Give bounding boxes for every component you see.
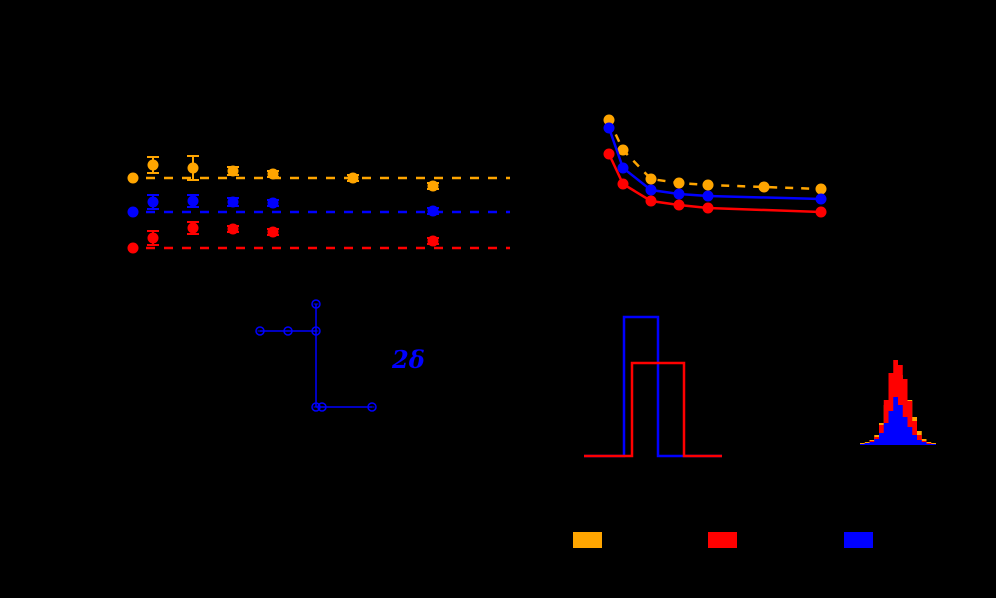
panel-bottom-left-diagram bbox=[255, 299, 377, 412]
delta-annotation: 2δ bbox=[391, 345, 425, 374]
data-point-orange bbox=[347, 172, 359, 184]
panel-top-left-scatter bbox=[127, 155, 510, 254]
data-point-red bbox=[127, 242, 139, 254]
data-point-orange bbox=[127, 172, 139, 184]
data-point-blue bbox=[127, 206, 139, 218]
diagram-node bbox=[283, 326, 293, 336]
diagram-node bbox=[311, 326, 321, 336]
marker-blue bbox=[815, 193, 827, 205]
panel-bottom-center-step bbox=[584, 315, 722, 458]
marker-orange bbox=[673, 177, 685, 189]
panel-bottom-right-histogram bbox=[860, 360, 936, 445]
histogram-blue bbox=[860, 397, 936, 445]
marker-red bbox=[673, 199, 685, 211]
data-point-red bbox=[267, 226, 279, 238]
marker-red bbox=[603, 148, 615, 160]
marker-orange bbox=[702, 179, 714, 191]
line-orange bbox=[607, 119, 822, 191]
data-point-orange bbox=[227, 165, 239, 177]
diagram-node bbox=[367, 402, 377, 412]
marker-red bbox=[645, 195, 657, 207]
data-point-red bbox=[187, 222, 199, 234]
marker-orange bbox=[815, 183, 827, 195]
data-point-orange bbox=[427, 180, 439, 192]
legend-swatch bbox=[844, 532, 873, 548]
data-point-orange bbox=[147, 159, 159, 171]
marker-orange bbox=[603, 114, 615, 126]
step-blue bbox=[584, 315, 722, 458]
legend bbox=[573, 532, 873, 548]
marker-orange bbox=[645, 173, 657, 185]
data-point-blue bbox=[227, 196, 239, 208]
legend-swatch bbox=[708, 532, 737, 548]
line-blue bbox=[607, 127, 822, 201]
marker-orange bbox=[617, 144, 629, 156]
marker-blue bbox=[645, 184, 657, 196]
data-point-orange bbox=[187, 162, 199, 174]
marker-blue bbox=[673, 188, 685, 200]
panel-top-right-line bbox=[603, 114, 827, 218]
data-point-red bbox=[147, 232, 159, 244]
marker-red bbox=[815, 206, 827, 218]
marker-orange bbox=[758, 181, 770, 193]
marker-red bbox=[617, 178, 629, 190]
data-point-red bbox=[227, 223, 239, 235]
data-point-orange bbox=[267, 168, 279, 180]
marker-blue bbox=[617, 162, 629, 174]
data-point-blue bbox=[147, 196, 159, 208]
data-point-red bbox=[427, 235, 439, 247]
marker-blue bbox=[702, 190, 714, 202]
diagram-node bbox=[311, 299, 321, 309]
step-red bbox=[584, 361, 722, 458]
marker-blue bbox=[603, 122, 615, 134]
diagram-node bbox=[255, 326, 265, 336]
legend-swatch bbox=[573, 532, 602, 548]
diagram-node bbox=[317, 402, 327, 412]
data-point-blue bbox=[187, 195, 199, 207]
line-red bbox=[607, 153, 822, 214]
marker-red bbox=[702, 202, 714, 214]
data-point-blue bbox=[267, 197, 279, 209]
data-point-blue bbox=[427, 205, 439, 217]
